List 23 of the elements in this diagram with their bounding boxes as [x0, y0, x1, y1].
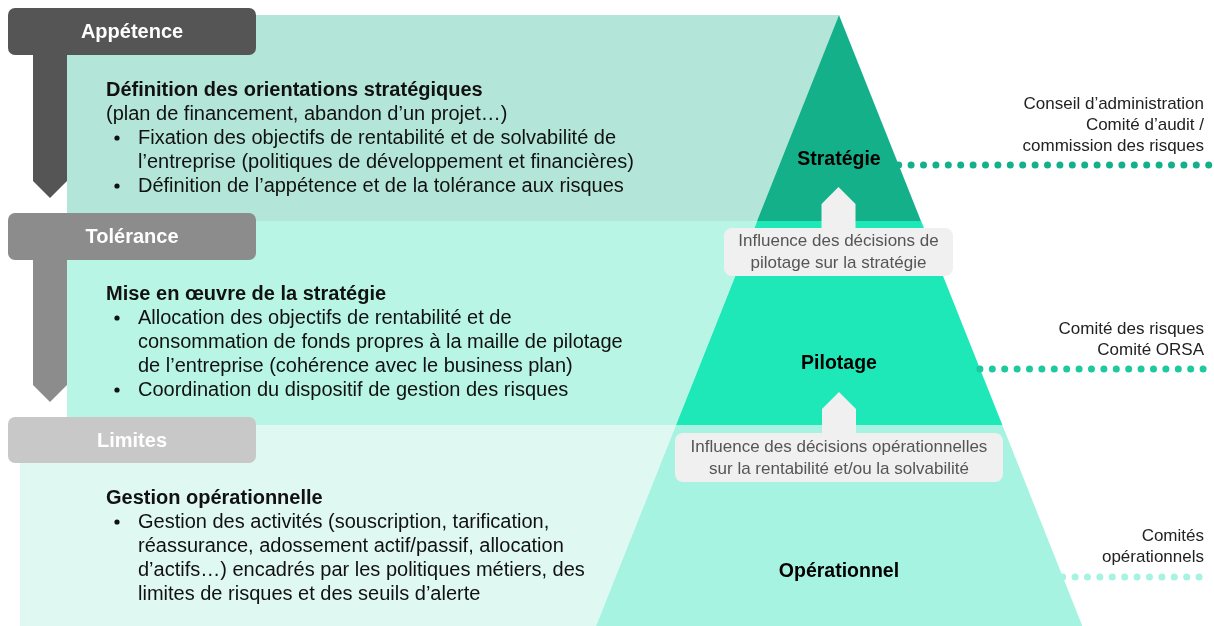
tab-label: Tolérance [8, 213, 256, 260]
block-arrow [821, 187, 856, 228]
committee-name: Comité ORSA [1096, 339, 1204, 360]
level-label: Pilotage [800, 351, 878, 374]
tab-label: Appétence [8, 8, 256, 55]
section-heading: Gestion opérationnelle [106, 485, 324, 509]
section-heading: Définition des orientations stratégiques [106, 77, 484, 101]
bullet-item: Coordination du dispositif de gestion des risques [138, 377, 570, 401]
committee-name: Comités opérationnels [1100, 525, 1204, 567]
committee-name: Comité des risques [1057, 318, 1204, 339]
committee-name: Comité d’audit / commission des risques [1021, 114, 1204, 156]
block-arrow [33, 55, 67, 198]
description-text: (plan de financement, abandon d’un projet…) [106, 101, 509, 125]
level-label: Opérationnel [777, 559, 901, 582]
dotted-connector [895, 161, 1214, 169]
bullet-item: Allocation des objectifs de rentabilité et de consommation de fonds propres à la maille de pilotage de l’entreprise (cohérence avec le business plan) [138, 305, 624, 377]
section-heading: Mise en œuvre de la stratégie [106, 281, 388, 305]
level-label: Stratégie [796, 147, 882, 170]
block-arrow [822, 392, 856, 433]
bullet-item: Fixation des objectifs de rentabilité et de solvabilité de l’entreprise (politiques de développement et financières) [138, 125, 635, 173]
bullet-item: Gestion des activités (souscription, tarification, réassurance, adossement actif/passif, allocation d’actifs…) encadrés par les politiques métiers, des limites de risques et des seuils d’alerte [138, 509, 586, 605]
committee-name: Conseil d’administration [1022, 93, 1204, 114]
bullet-item: Définition de l’appétence et de la tolérance aux risques [138, 173, 625, 197]
